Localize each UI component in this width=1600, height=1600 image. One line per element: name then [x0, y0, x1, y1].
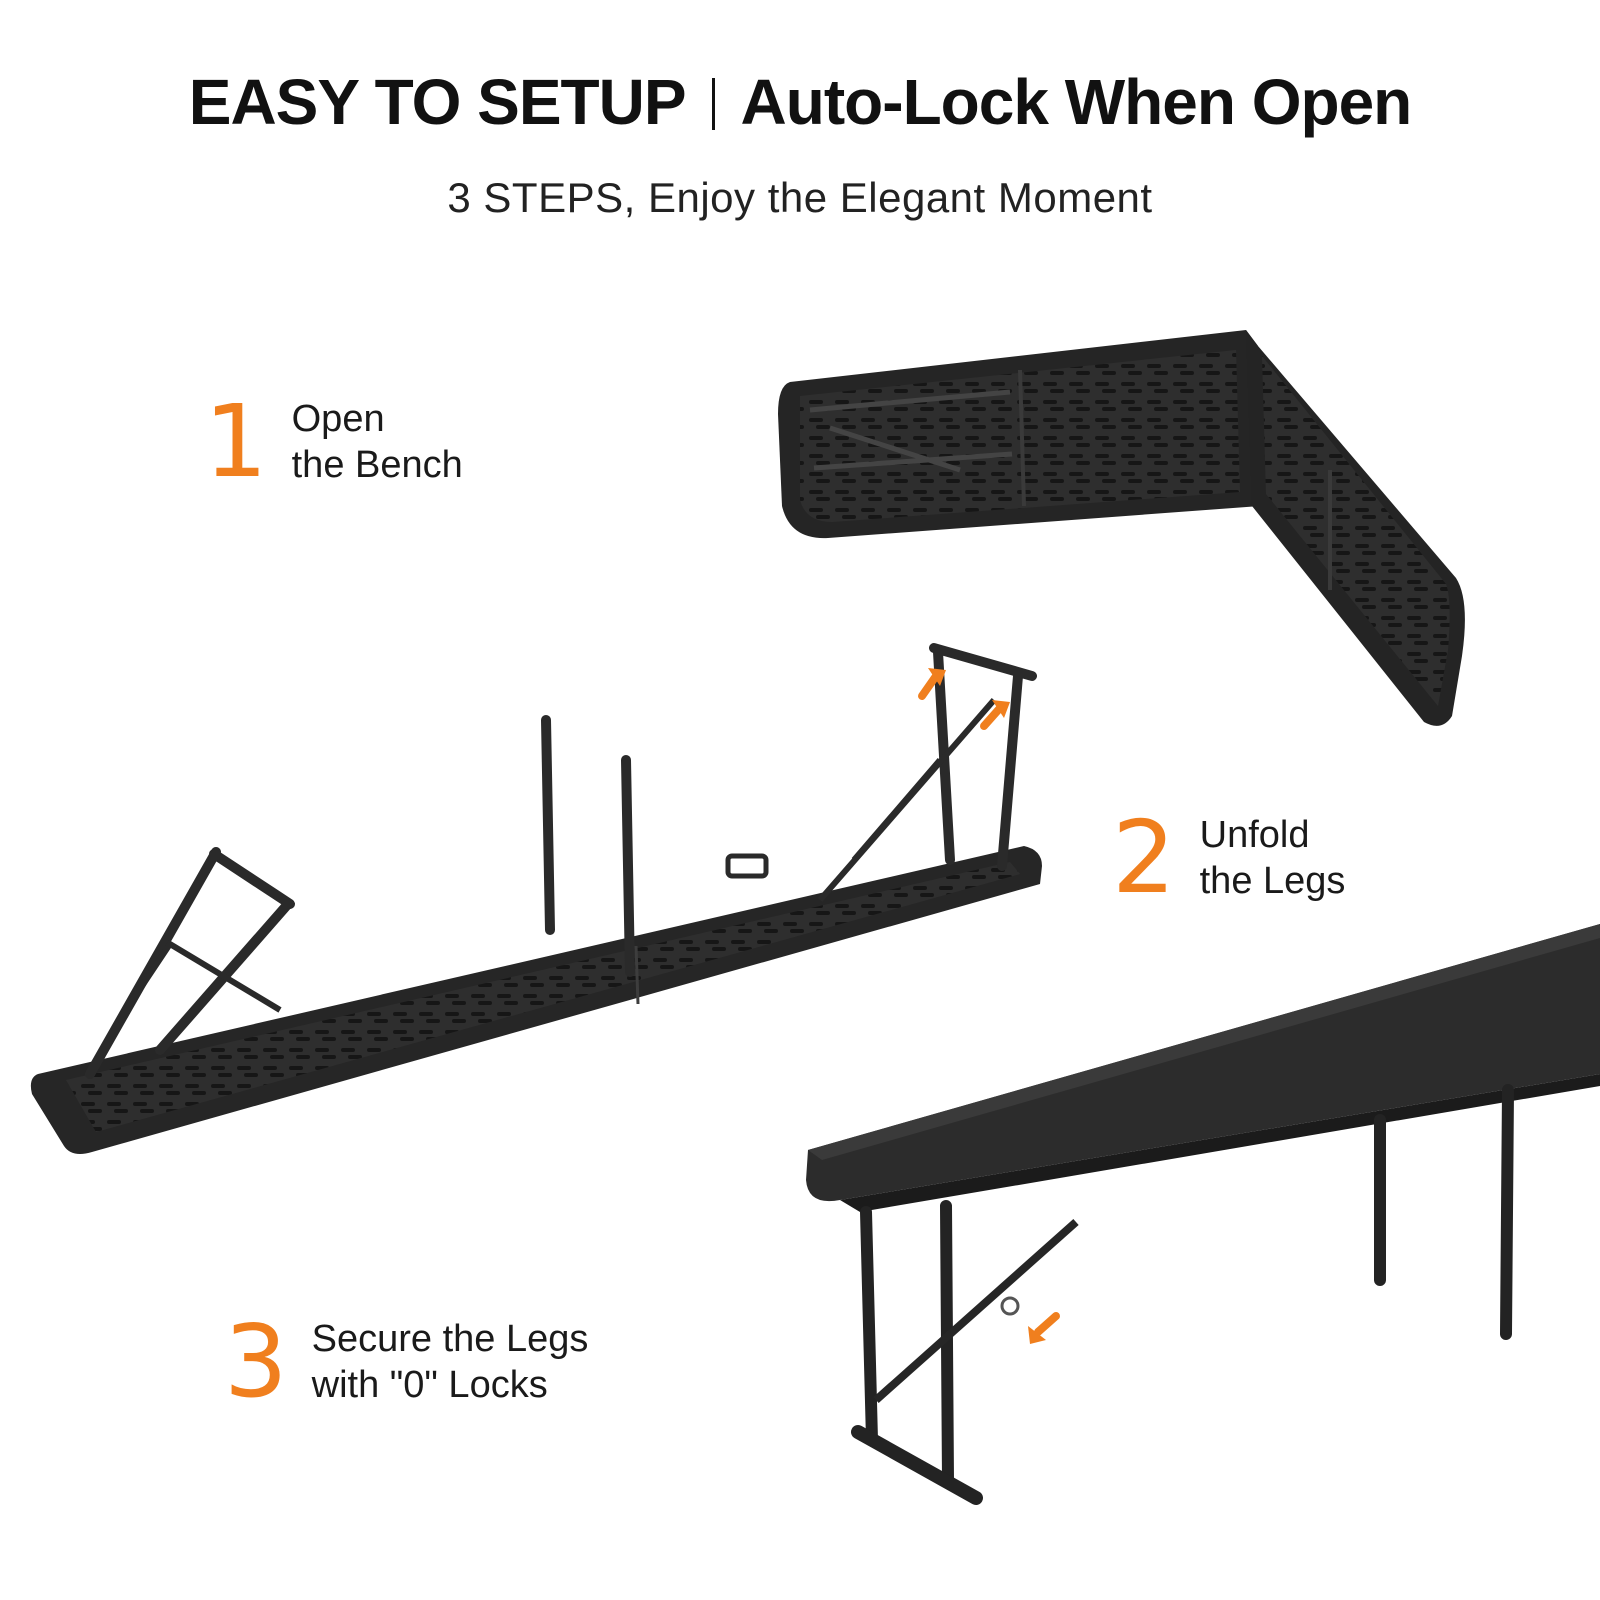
bench-upright-image — [806, 924, 1600, 1505]
arrow-up-right-icon — [918, 668, 946, 700]
bench-folded-image — [778, 330, 1465, 726]
arrow-down-left-icon — [1028, 1312, 1060, 1344]
step-1-text: Open the Bench — [292, 396, 463, 488]
step-3-line2: with "0" Locks — [311, 1364, 548, 1406]
title-divider — [711, 78, 715, 130]
step-3-line1: Secure the Legs — [311, 1318, 589, 1360]
step-3-text: Secure the Legs with "0" Locks — [312, 1316, 589, 1408]
title-left: EASY TO SETUP — [188, 66, 687, 138]
page-subtitle: 3 STEPS, Enjoy the Elegant Moment — [447, 174, 1153, 221]
arrow-up-right-icon — [980, 700, 1010, 730]
step-1-line1: Open — [291, 398, 385, 440]
step-1-line2: the Bench — [291, 444, 463, 486]
step-2-line2: the Legs — [1199, 860, 1346, 902]
step-2-text: Unfold the Legs — [1200, 812, 1346, 904]
step-2: 2 Unfold the Legs — [1112, 808, 1345, 908]
page-title: EASY TO SETUP Auto-Lock When Open — [0, 64, 1600, 140]
title-right: Auto-Lock When Open — [740, 66, 1413, 138]
step-1: 1 Open the Bench — [204, 392, 463, 492]
bench-unfolding-image — [30, 643, 1043, 1154]
step-2-line1: Unfold — [1199, 814, 1310, 856]
step-2-number: 2 — [1112, 799, 1176, 916]
step-3-number: 3 — [224, 1303, 288, 1420]
step-3: 3 Secure the Legs with "0" Locks — [224, 1312, 588, 1412]
step-1-number: 1 — [204, 383, 268, 500]
